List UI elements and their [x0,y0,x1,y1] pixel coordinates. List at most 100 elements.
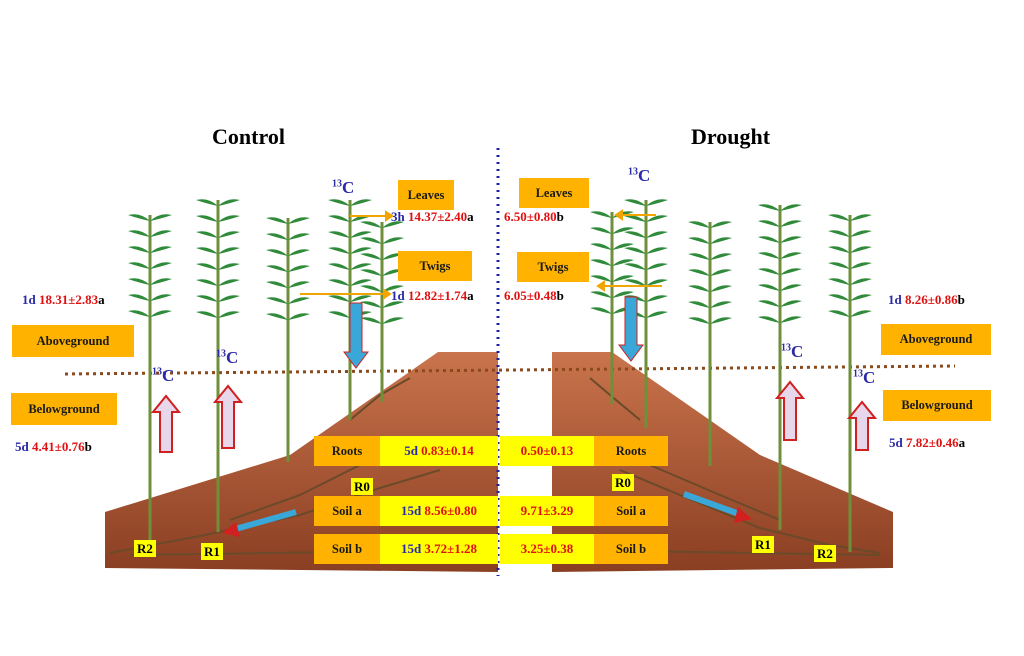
drought-aboveground-value: 1d 8.26±0.86b [888,292,965,307]
bamboo-leaf [266,297,288,304]
drought-soil-a-label: Soil a [594,496,668,526]
bamboo-leaf [710,253,732,260]
bamboo-leaf [646,295,668,302]
bamboo-leaf [646,199,668,206]
isotope-marker-control-r1: 13C [216,348,239,367]
control-soil-b-value: 15d 3.72±1.28 [380,534,498,564]
drought-twigs-value: 6.05±0.48b [504,288,564,303]
bamboo-leaf [828,230,850,237]
bamboo-leaf [266,281,288,288]
bamboo-leaf [612,243,634,250]
bamboo-leaf [688,269,710,276]
bamboo-leaf [828,294,850,301]
isotope-marker-drought-r2: 13C [853,368,876,387]
bamboo-leaf [624,279,646,286]
bamboo-leaf [758,204,780,211]
control-soil-b-label: Soil b [314,534,380,564]
bamboo-leaf [828,278,850,285]
drought-belowground-value: 5d 7.82±0.46a [889,435,966,450]
bamboo-leaf [688,285,710,292]
drought-up-arrow-r1 [774,380,806,441]
bamboo-leaf [688,221,710,228]
drought-leaves-label: Leaves [519,178,589,208]
bamboo-leaf [328,263,350,270]
bamboo-leaf [150,278,172,285]
bamboo-leaf [196,311,218,318]
bamboo-leaf [646,279,668,286]
bamboo-leaf [328,215,350,222]
bamboo-leaf [850,310,872,317]
drought-leaves-value: 6.50±0.80b [504,209,564,224]
bamboo-leaf [828,262,850,269]
bamboo-leaf [850,278,872,285]
bamboo-leaf [128,246,150,253]
bamboo-leaf [780,220,802,227]
bamboo-leaf [590,211,612,218]
bamboo-leaf [350,199,372,206]
isotope-marker-drought-canopy: 13C [628,166,651,185]
bamboo-leaf [612,291,634,298]
bamboo-leaf [150,310,172,317]
bamboo-leaf [150,230,172,237]
bamboo-leaf [196,231,218,238]
bamboo-leaf [382,317,404,324]
drought-up-arrow-r2 [846,400,878,451]
bamboo-leaf [758,316,780,323]
control-soil-a-value: 15d 8.56±0.80 [380,496,498,526]
bamboo-leaf [360,317,382,324]
bamboo-leaf [382,301,404,308]
bamboo-leaf [328,279,350,286]
bamboo-leaf [780,316,802,323]
bamboo-leaf [850,246,872,253]
control-ramet-r2: R2 [134,540,156,557]
control-aboveground-value: 1d 18.31±2.83a [22,292,105,307]
drought-twigs-label: Twigs [517,252,589,282]
drought-soil-flow-arrow [682,491,744,518]
bamboo-leaf [710,317,732,324]
bamboo-leaf [328,231,350,238]
bamboo-leaf [758,300,780,307]
bamboo-leaf [288,281,310,288]
bamboo-leaf [382,285,404,292]
bamboo-leaf [646,215,668,222]
drought-roots-label: Roots [594,436,668,466]
control-up-arrow-r1 [212,384,244,449]
drought-title: Drought [691,124,771,149]
bamboo-leaf [624,247,646,254]
bamboo-leaf [288,313,310,320]
control-up-arrow-r2 [150,394,182,453]
drought-soil-b-label: Soil b [594,534,668,564]
bamboo-leaf [360,301,382,308]
bamboo-leaf [218,215,240,222]
control-twigs-value: 1d 12.82±1.74a [391,288,474,303]
isotope-marker-control-canopy: 13C [332,178,355,197]
control-leaves-value: 3h 14.37±2.40a [391,209,474,224]
bamboo-leaf [850,262,872,269]
control-title: Control [212,124,285,149]
bamboo-leaf [780,284,802,291]
bamboo-leaf [196,263,218,270]
bamboo-leaf [350,247,372,254]
bamboo-leaf [218,199,240,206]
isotope-marker-drought-r1: 13C [781,342,804,361]
bamboo-leaf [624,231,646,238]
drought-soil-b-value: 3.25±0.38 [500,534,594,564]
bamboo-leaf [590,227,612,234]
bamboo-leaf [710,221,732,228]
control-belowground-label: Belowground [11,393,117,425]
bamboo-leaf [128,278,150,285]
bamboo-leaf [382,221,404,228]
bamboo-leaf [710,301,732,308]
bamboo-leaf [266,217,288,224]
bamboo-leaf [382,237,404,244]
bamboo-leaf [218,247,240,254]
bamboo-leaf [150,214,172,221]
bamboo-leaf [360,285,382,292]
bamboo-leaf [758,252,780,259]
bamboo-leaf [612,227,634,234]
bamboo-leaf [328,295,350,302]
bamboo-leaf [360,269,382,276]
bamboo-leaf [288,233,310,240]
bamboo-leaf [688,237,710,244]
bamboo-leaf [758,268,780,275]
